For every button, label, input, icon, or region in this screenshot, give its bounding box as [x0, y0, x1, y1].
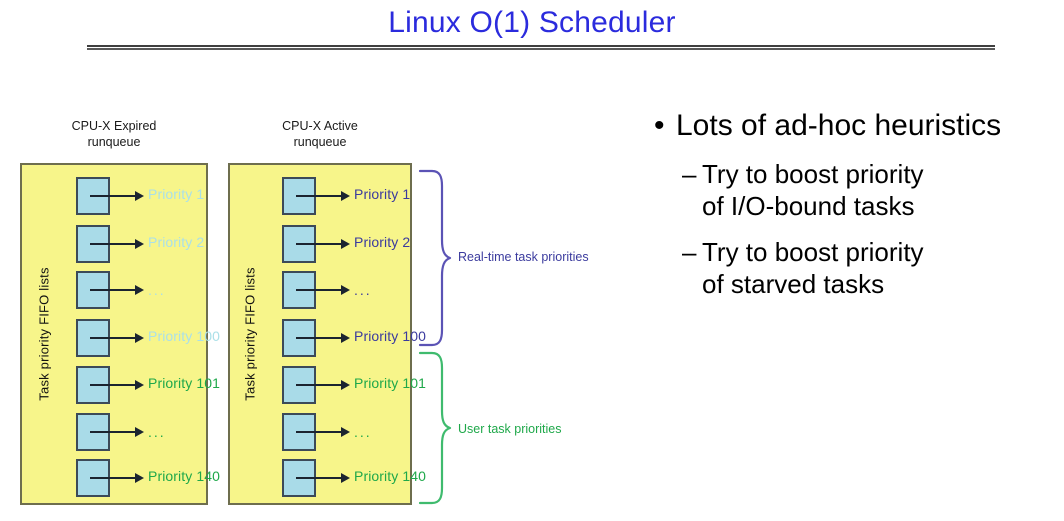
expired-header-line2: runqueue: [87, 135, 141, 149]
fifo-row-label: Priority 101: [148, 375, 221, 391]
title-divider: [87, 45, 995, 50]
arrow-icon: [296, 427, 350, 437]
user-brace-label: User task priorities: [458, 422, 562, 436]
fifo-row-label: ...: [148, 282, 166, 298]
expired-runqueue-header: CPU-X Expired runqueue: [19, 118, 209, 150]
active-runqueue-header: CPU-X Active runqueue: [225, 118, 415, 150]
active-header-line2: runqueue: [293, 135, 347, 149]
fifo-row-label: Priority 100: [354, 328, 427, 344]
arrow-icon: [90, 333, 144, 343]
arrow-icon: [90, 427, 144, 437]
expired-runqueue-box: Task priority FIFO lists Priority 1 Prio…: [20, 163, 220, 505]
bullet-level2-line2: of I/O-bound tasks: [702, 191, 915, 221]
bullet-level2-line1: Try to boost priority: [702, 159, 924, 189]
arrow-icon: [296, 191, 350, 201]
active-vertical-label: Task priority FIFO lists: [242, 267, 258, 401]
arrow-icon: [296, 239, 350, 249]
bullet-level2-line2: of starved tasks: [702, 269, 885, 299]
fifo-row-label: Priority 101: [354, 375, 427, 391]
arrow-icon: [296, 380, 350, 390]
arrow-icon: [296, 473, 350, 483]
arrow-icon: [90, 191, 144, 201]
fifo-row-label: Priority 1: [148, 186, 205, 202]
arrow-icon: [296, 333, 350, 343]
fifo-row-label: Priority 100: [148, 328, 221, 344]
fifo-row-label: ...: [148, 424, 166, 440]
bullet-level2-line1: Try to boost priority: [702, 237, 924, 267]
realtime-brace-label: Real-time task priorities: [458, 250, 589, 264]
page-title: Linux O(1) Scheduler: [388, 6, 676, 39]
fifo-row-label: Priority 140: [148, 468, 221, 484]
arrow-icon: [90, 239, 144, 249]
bullet-dot-icon: •: [654, 109, 665, 142]
fifo-row-label: Priority 2: [148, 234, 205, 250]
bullet-dash-icon: –: [682, 237, 697, 267]
bullet-level2: – Try to boost priority of starved tasks: [640, 236, 1064, 300]
bullet-level2: – Try to boost priority of I/O-bound tas…: [640, 158, 1064, 222]
fifo-row-label: Priority 1: [354, 186, 411, 202]
user-brace-icon: [418, 351, 452, 505]
active-header-line1: CPU-X Active: [282, 119, 358, 133]
bullet-list: • Lots of ad-hoc heuristics – Try to boo…: [640, 108, 1064, 300]
realtime-brace-icon: [418, 169, 452, 347]
scheduler-diagram: CPU-X Expired runqueue CPU-X Active runq…: [19, 118, 589, 505]
arrow-icon: [90, 285, 144, 295]
fifo-row-label: Priority 2: [354, 234, 411, 250]
arrow-icon: [296, 285, 350, 295]
fifo-row-label: Priority 140: [354, 468, 427, 484]
expired-header-line1: CPU-X Expired: [71, 119, 157, 133]
expired-vertical-label: Task priority FIFO lists: [36, 267, 52, 401]
fifo-row-label: ...: [354, 282, 372, 298]
fifo-row-label: ...: [354, 424, 372, 440]
bullet-level1-text: Lots of ad-hoc heuristics: [676, 109, 1002, 142]
arrow-icon: [90, 380, 144, 390]
bullet-dash-icon: –: [682, 159, 697, 189]
arrow-icon: [90, 473, 144, 483]
bullet-level1: • Lots of ad-hoc heuristics: [640, 108, 1064, 144]
active-runqueue-box: Task priority FIFO lists Priority 1 Prio…: [228, 163, 426, 505]
